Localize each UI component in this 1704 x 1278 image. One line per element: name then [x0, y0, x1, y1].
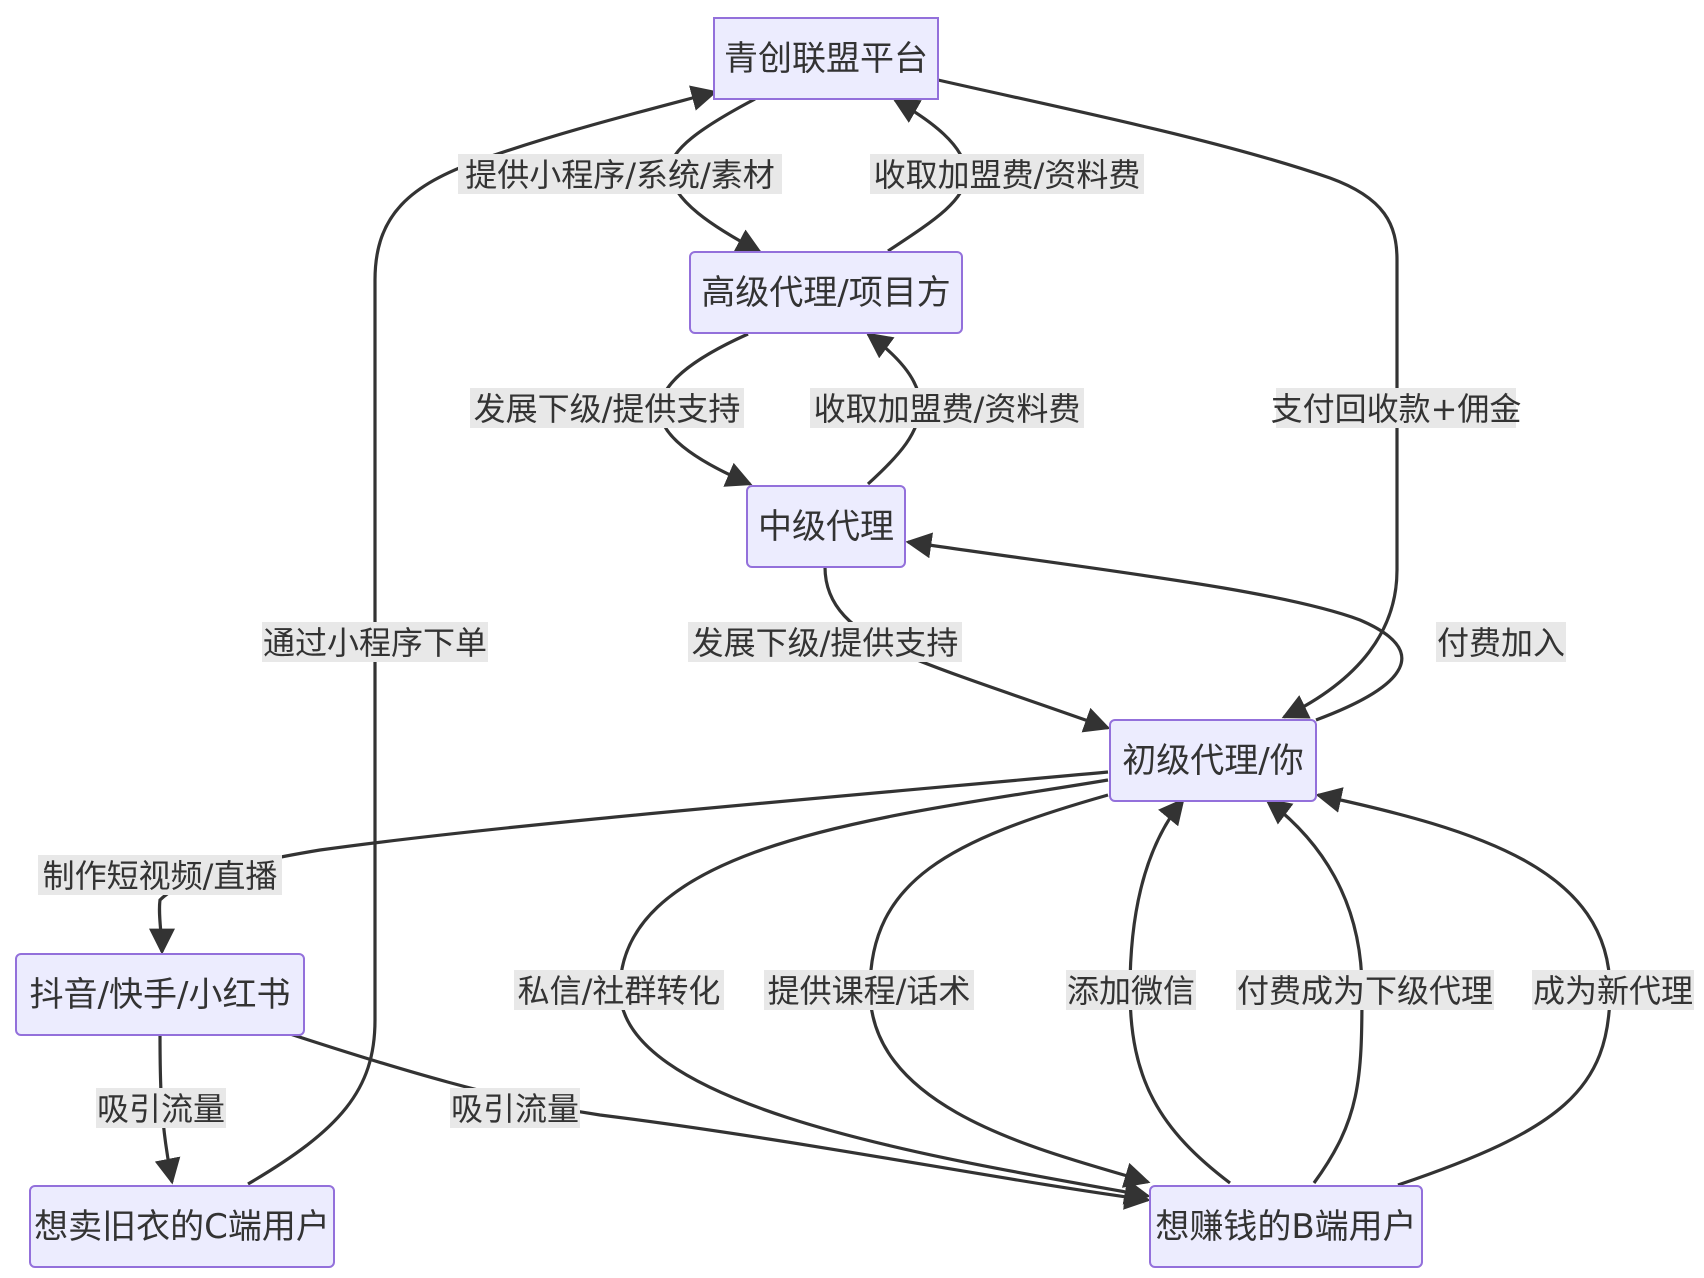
- svg-text:制作短视频/直播: 制作短视频/直播: [43, 857, 278, 895]
- svg-text:提供小程序/系统/素材: 提供小程序/系统/素材: [465, 156, 775, 194]
- edge-social-to-b-user: [283, 1030, 1151, 1210]
- label-b-user-to-junior-3: 成为新代理: [1532, 970, 1694, 1010]
- label-platform-to-senior: 提供小程序/系统/素材: [458, 154, 782, 194]
- label-senior-to-platform: 收取加盟费/资料费: [870, 154, 1144, 194]
- edge-labels: 提供小程序/系统/素材 收取加盟费/资料费 发展下级/提供支持 收取加盟费/资料…: [38, 154, 1694, 1128]
- svg-text:付费成为下级代理: 付费成为下级代理: [1237, 972, 1493, 1010]
- label-middle-to-junior: 发展下级/提供支持: [688, 622, 962, 662]
- node-senior-agent: 高级代理/项目方: [689, 251, 963, 334]
- svg-text:收取加盟费/资料费: 收取加盟费/资料费: [814, 390, 1081, 428]
- svg-text:成为新代理: 成为新代理: [1533, 972, 1693, 1010]
- edge-platform-to-junior: [937, 78, 1399, 719]
- label-social-to-c-user: 吸引流量: [96, 1088, 226, 1128]
- node-social-platforms: 抖音/快手/小红书: [15, 953, 305, 1036]
- label-junior-to-social: 制作短视频/直播: [38, 855, 282, 895]
- svg-text:青创联盟平台: 青创联盟平台: [724, 39, 928, 79]
- svg-text:添加微信: 添加微信: [1067, 972, 1195, 1010]
- label-senior-to-middle: 发展下级/提供支持: [470, 388, 744, 428]
- label-c-user-to-platform: 通过小程序下单: [262, 622, 488, 662]
- svg-text:想赚钱的B端用户: 想赚钱的B端用户: [1155, 1207, 1416, 1247]
- svg-text:私信/社群转化: 私信/社群转化: [518, 972, 721, 1010]
- label-middle-to-senior: 收取加盟费/资料费: [810, 388, 1084, 428]
- svg-text:提供课程/话术: 提供课程/话术: [768, 972, 971, 1010]
- node-b-user: 想赚钱的B端用户: [1149, 1185, 1423, 1268]
- svg-text:高级代理/项目方: 高级代理/项目方: [701, 273, 950, 313]
- svg-text:发展下级/提供支持: 发展下级/提供支持: [474, 390, 741, 428]
- label-junior-to-b-user-2: 提供课程/话术: [764, 970, 974, 1010]
- label-b-user-to-junior-1: 添加微信: [1066, 970, 1196, 1010]
- svg-text:发展下级/提供支持: 发展下级/提供支持: [692, 624, 959, 662]
- svg-text:通过小程序下单: 通过小程序下单: [263, 624, 487, 662]
- node-junior-agent: 初级代理/你: [1109, 719, 1317, 802]
- label-junior-to-b-user-1: 私信/社群转化: [514, 970, 724, 1010]
- node-platform: 青创联盟平台: [713, 17, 939, 100]
- svg-text:付费加入: 付费加入: [1437, 624, 1565, 662]
- node-c-user: 想卖旧衣的C端用户: [29, 1185, 335, 1268]
- edge-c-user-to-platform: [247, 85, 718, 1186]
- edge-junior-to-social: [148, 770, 1109, 955]
- svg-text:抖音/快手/小红书: 抖音/快手/小红书: [30, 975, 291, 1015]
- svg-text:想卖旧衣的C端用户: 想卖旧衣的C端用户: [34, 1207, 330, 1247]
- nodes: 青创联盟平台 高级代理/项目方 中级代理 初级代理/你 抖音/快手/小红书 想卖…: [15, 17, 1423, 1268]
- svg-text:收取加盟费/资料费: 收取加盟费/资料费: [874, 156, 1141, 194]
- label-platform-to-junior: 支付回收款+佣金: [1271, 388, 1522, 428]
- edge-junior-to-middle: [905, 532, 1404, 722]
- label-junior-to-middle: 付费加入: [1436, 622, 1566, 662]
- svg-text:初级代理/你: 初级代理/你: [1122, 741, 1303, 781]
- svg-text:吸引流量: 吸引流量: [451, 1090, 579, 1128]
- label-social-to-b-user: 吸引流量: [450, 1088, 580, 1128]
- svg-text:支付回收款+佣金: 支付回收款+佣金: [1271, 390, 1522, 428]
- label-b-user-to-junior-2: 付费成为下级代理: [1236, 970, 1494, 1010]
- svg-text:吸引流量: 吸引流量: [97, 1090, 225, 1128]
- node-middle-agent: 中级代理: [746, 485, 906, 568]
- svg-text:中级代理: 中级代理: [758, 507, 894, 547]
